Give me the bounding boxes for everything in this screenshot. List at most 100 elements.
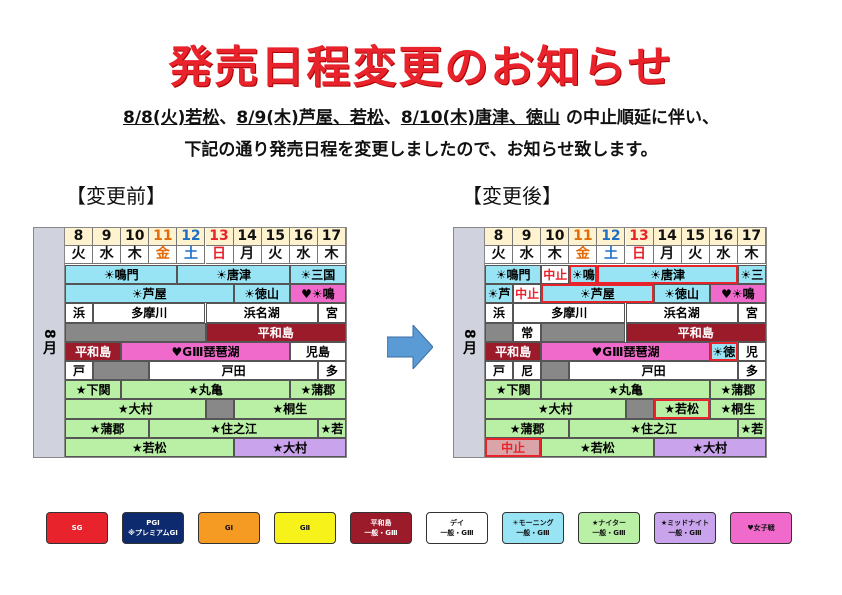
race-cell: 戸田 — [569, 361, 738, 381]
no-race-cell — [205, 399, 234, 419]
legend-item: GⅠ — [198, 512, 260, 544]
weekday-header: 水 — [93, 246, 122, 264]
no-race-cell — [65, 322, 206, 342]
race-cell: ★大村 — [485, 399, 626, 419]
month-label: 8月 — [461, 328, 477, 357]
weekday-header: 木 — [541, 246, 570, 264]
race-cell: ☀鳴 — [569, 265, 598, 285]
no-race-cell — [541, 361, 570, 381]
day-header: 13 — [205, 228, 234, 246]
race-cell: ★丸亀 — [541, 380, 710, 400]
weekday-header: 月 — [653, 246, 682, 264]
race-cell: ☀唐津 — [177, 265, 290, 285]
race-cell: 戸 — [65, 361, 94, 381]
race-cell: 宮 — [317, 303, 346, 323]
race-cell: ♥☀鳴 — [289, 284, 346, 304]
subtitle-sep-1: 、 — [219, 108, 237, 128]
race-cell: ★若松 — [65, 437, 234, 457]
day-header: 9 — [93, 228, 122, 246]
legend-item: SG — [46, 512, 108, 544]
race-cell: 尼 — [513, 361, 542, 381]
weekday-header: 日 — [205, 246, 234, 264]
race-cell: ☀徳山 — [233, 284, 290, 304]
day-header: 10 — [121, 228, 150, 246]
race-cell: ★若 — [317, 418, 346, 438]
race-cell: ★若松 — [653, 399, 710, 419]
race-cell: 児島 — [289, 341, 346, 361]
day-header: 16 — [289, 228, 318, 246]
race-cell: ☀三国 — [289, 265, 346, 285]
legend-item: ☀モーニング 一般・GⅢ — [502, 512, 564, 544]
weekday-header: 月 — [233, 246, 262, 264]
no-race-cell — [93, 361, 150, 381]
race-cell: ★蒲郡 — [709, 380, 766, 400]
right-arrow-icon — [387, 325, 433, 369]
day-header: 16 — [709, 228, 738, 246]
race-cell: 中止 — [485, 437, 542, 457]
subtitle-sep-2: 、 — [383, 108, 401, 128]
day-header: 17 — [317, 228, 346, 246]
page-title: 発売日程変更のお知らせ — [168, 42, 674, 93]
weekday-header: 土 — [177, 246, 206, 264]
race-cell: ♥☀鳴 — [709, 284, 766, 304]
race-cell: ★若 — [737, 418, 766, 438]
weekday-header: 火 — [681, 246, 710, 264]
race-cell: ★下関 — [485, 380, 542, 400]
weekday-header: 木 — [737, 246, 766, 264]
day-header: 12 — [597, 228, 626, 246]
legend-item: 平和島 一般・GⅢ — [350, 512, 412, 544]
race-cell: ★住之江 — [569, 418, 738, 438]
day-header: 17 — [737, 228, 766, 246]
race-cell: ♥GⅢ琵琶湖 — [121, 341, 290, 361]
race-cell: ★下関 — [65, 380, 122, 400]
weekday-header: 木 — [317, 246, 346, 264]
day-header: 15 — [261, 228, 290, 246]
race-cell: ★蒲郡 — [289, 380, 346, 400]
legend-item: ★ミッドナイト 一般・GⅢ — [654, 512, 716, 544]
subtitle-line-1: 8/8(火)若松、8/9(木)芦屋、若松、8/10(木)唐津、徳山 の中止順延に… — [0, 106, 842, 130]
subtitle-line-2: 下記の通り発売日程を変更しましたので、お知らせ致します。 — [184, 140, 658, 160]
no-race-cell — [541, 322, 626, 342]
weekday-header: 土 — [597, 246, 626, 264]
race-cell: 浜 — [65, 303, 94, 323]
race-cell: 浜名湖 — [205, 303, 318, 323]
day-header: 8 — [65, 228, 94, 246]
before-label: 【変更前】 — [66, 184, 166, 208]
weekday-header: 火 — [65, 246, 94, 264]
race-cell: 平和島 — [625, 322, 766, 342]
day-header: 9 — [513, 228, 542, 246]
race-cell: 常 — [513, 322, 542, 342]
race-cell: 宮 — [737, 303, 766, 323]
weekday-header: 金 — [569, 246, 598, 264]
month-column: 8月 — [454, 228, 485, 457]
race-cell: 浜名湖 — [625, 303, 738, 323]
legend-item: ★ナイター 一般・GⅢ — [578, 512, 640, 544]
legend-item: PGⅠ ※プレミアムGⅠ — [122, 512, 184, 544]
day-header: 15 — [681, 228, 710, 246]
race-cell: 戸 — [485, 361, 514, 381]
race-cell: ★大村 — [653, 437, 766, 457]
race-cell: 多摩川 — [513, 303, 626, 323]
legend-item: GⅡ — [274, 512, 336, 544]
weekday-header: 日 — [625, 246, 654, 264]
race-cell: 平和島 — [65, 341, 122, 361]
race-cell: ☀徳 — [709, 341, 738, 361]
legend-item: ♥女子戦 — [730, 512, 792, 544]
day-header: 12 — [177, 228, 206, 246]
race-cell: 中止 — [513, 284, 542, 304]
day-header: 14 — [233, 228, 262, 246]
race-cell: ♥GⅢ琵琶湖 — [541, 341, 710, 361]
race-cell: 児 — [737, 341, 766, 361]
subtitle-venue-1: 8/8(火)若松 — [123, 108, 220, 128]
no-race-cell — [625, 399, 654, 419]
subtitle-venue-3: 8/10(木)唐津、徳山 — [400, 108, 561, 128]
subtitle-tail: の中止順延に伴い、 — [560, 108, 719, 128]
race-cell: 平和島 — [205, 322, 346, 342]
race-cell: ★桐生 — [709, 399, 766, 419]
weekday-header: 水 — [289, 246, 318, 264]
race-cell: ★蒲郡 — [65, 418, 150, 438]
day-header: 8 — [485, 228, 514, 246]
race-cell: ☀唐津 — [597, 265, 738, 285]
race-cell: ☀芦屋 — [541, 284, 654, 304]
